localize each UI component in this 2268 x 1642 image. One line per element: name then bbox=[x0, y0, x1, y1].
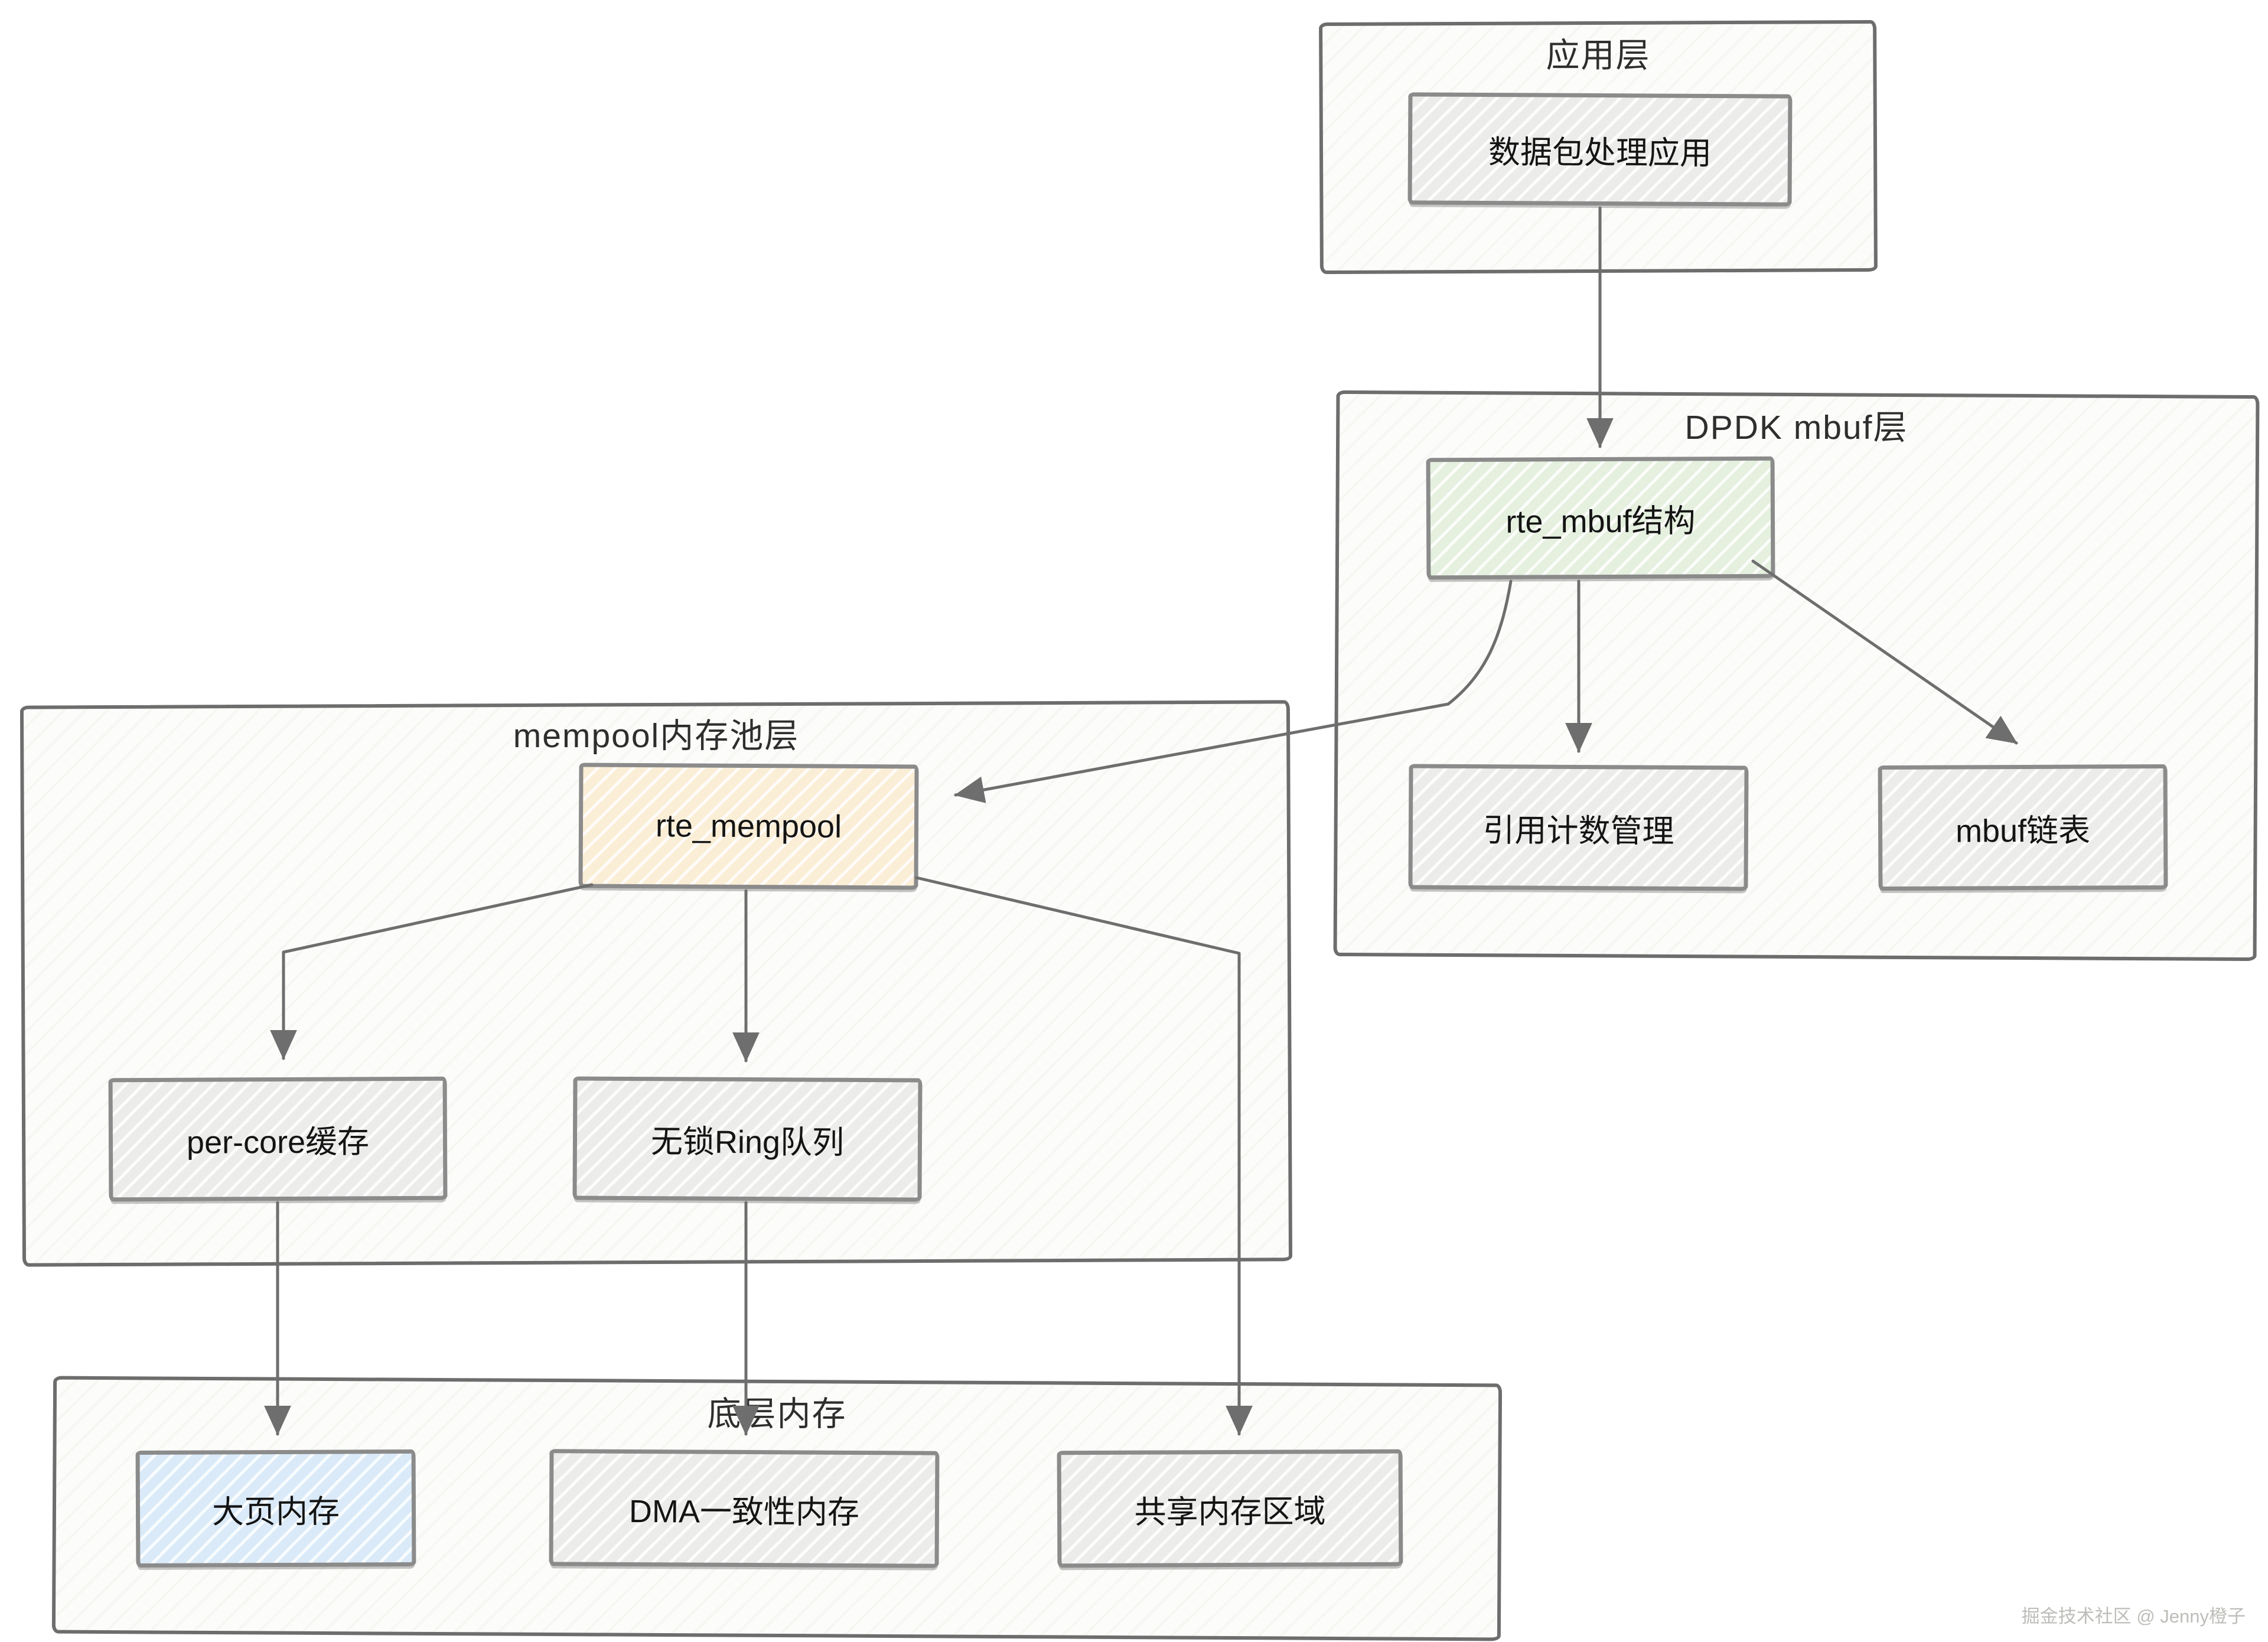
watermark: 掘金技术社区 @ Jenny橙子 bbox=[2021, 1606, 2246, 1627]
node-per-core-cache: per-core缓存 bbox=[108, 1076, 448, 1202]
layer-mempool-title: mempool内存池层 bbox=[513, 717, 800, 755]
node-rte-mbuf: rte_mbuf结构 bbox=[1426, 456, 1775, 580]
layer-application-title: 应用层 bbox=[1546, 37, 1651, 74]
node-shared-memory: 共享内存区域 bbox=[1057, 1449, 1403, 1568]
node-rte-mempool: rte_mempool bbox=[578, 763, 919, 890]
node-hugepage-memory: 大页内存 bbox=[135, 1449, 416, 1568]
node-packet-app: 数据包处理应用 bbox=[1407, 92, 1793, 207]
node-mbuf-list: mbuf链表 bbox=[1878, 764, 2168, 891]
layer-dpdk-mbuf-title: DPDK mbuf层 bbox=[1684, 409, 1908, 447]
layer-bottom-memory-title: 底层内存 bbox=[707, 1395, 847, 1433]
node-refcount: 引用计数管理 bbox=[1408, 764, 1749, 891]
node-ring-queue: 无锁Ring队列 bbox=[572, 1076, 923, 1202]
node-dma-memory: DMA一致性内存 bbox=[549, 1449, 940, 1568]
